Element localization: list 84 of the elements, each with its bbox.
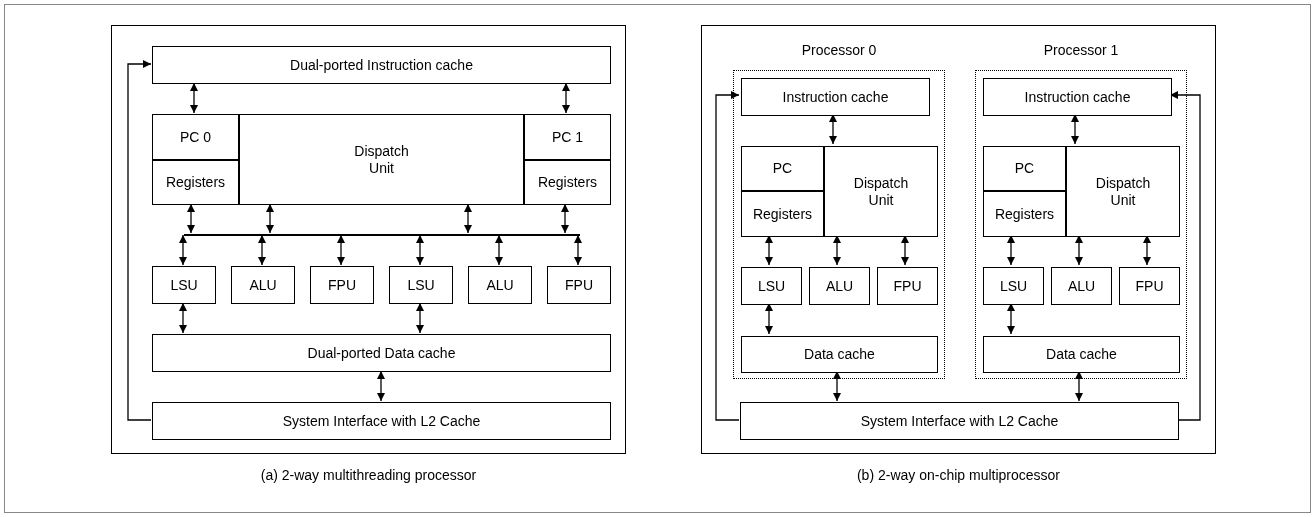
box-label: Registers [994, 205, 1055, 223]
unit-box [524, 114, 611, 160]
box-label: FPU [328, 276, 356, 294]
unit-box [310, 266, 374, 304]
unit-box [231, 266, 295, 304]
unit-box [389, 266, 453, 304]
box-label: FPU [565, 276, 593, 294]
box-label: System Interface with L2 Cache [282, 412, 481, 430]
unit-box [547, 266, 611, 304]
double-arrow [266, 203, 274, 234]
arrow [127, 60, 152, 421]
double-arrow [561, 203, 569, 234]
box-label: Dual-ported Instruction cache [290, 56, 473, 74]
unit-box [152, 114, 239, 160]
unit-box [983, 336, 1180, 373]
unit-box [741, 267, 802, 305]
box-label: Instruction cache [1024, 88, 1131, 106]
unit-box [524, 160, 611, 205]
box-label: LSU [999, 277, 1028, 295]
box-label: Dual-ported Data cache [307, 344, 456, 362]
double-arrow [258, 234, 266, 266]
double-arrow [562, 82, 570, 114]
unit-box [824, 146, 938, 237]
box-label: Dispatch Unit [1094, 174, 1152, 209]
unit-box [741, 191, 824, 237]
unit-box [152, 266, 216, 304]
unit-box [741, 146, 824, 191]
unit-box [809, 267, 870, 305]
unit-box [983, 267, 1044, 305]
unit-box [1119, 267, 1180, 305]
double-arrow [416, 302, 424, 334]
unit-box [741, 78, 930, 116]
bus-line [184, 234, 580, 236]
box-label: LSU [170, 276, 198, 294]
unit-box [468, 266, 532, 304]
double-arrow [574, 234, 582, 266]
box-label: ALU [249, 276, 277, 294]
box-label: Registers [752, 205, 813, 223]
group-label: Processor 1 [1042, 42, 1120, 59]
double-arrow [179, 234, 187, 266]
double-arrow [416, 234, 424, 266]
unit-box [152, 334, 611, 372]
box-label: FPU [1135, 277, 1164, 295]
box-label: LSU [407, 276, 435, 294]
box-label: Registers [165, 174, 226, 191]
box-label: Dispatch Unit [852, 174, 910, 209]
box-label: Instruction cache [782, 88, 889, 106]
box-label: FPU [893, 277, 922, 295]
double-arrow [377, 370, 385, 402]
double-arrow [190, 82, 198, 114]
unit-box [983, 146, 1066, 191]
box-label: PC 0 [179, 128, 212, 146]
unit-box [1051, 267, 1112, 305]
figure-caption: (b) 2-way on-chip multiprocessor [855, 467, 1062, 484]
box-label: Registers [537, 174, 598, 191]
unit-box [152, 160, 239, 205]
unit-box [741, 336, 938, 373]
unit-box [877, 267, 938, 305]
unit-box [152, 402, 611, 440]
unit-box [983, 191, 1066, 237]
double-arrow [179, 302, 187, 334]
double-arrow [495, 234, 503, 266]
unit-box [239, 114, 524, 205]
box-label: ALU [486, 276, 514, 294]
box-label: ALU [1067, 277, 1096, 295]
arrow [715, 91, 740, 421]
unit-box [983, 78, 1172, 116]
group-label: Processor 0 [800, 42, 878, 59]
unit-box [740, 402, 1179, 440]
double-arrow [464, 203, 472, 234]
box-label: Dispatch Unit [353, 142, 410, 177]
box-label: Data cache [1046, 346, 1117, 363]
double-arrow [187, 203, 195, 234]
box-label: PC [772, 160, 793, 177]
unit-box [1066, 146, 1180, 237]
box-label: System Interface with L2 Cache [860, 412, 1059, 430]
figure-caption: (a) 2-way multithreading processor [259, 467, 478, 484]
unit-box [152, 46, 611, 84]
box-label: Data cache [804, 346, 875, 363]
box-label: PC [1014, 160, 1035, 177]
box-label: PC 1 [551, 128, 584, 146]
double-arrow [337, 234, 345, 266]
box-label: ALU [825, 277, 854, 295]
box-label: LSU [757, 277, 786, 295]
